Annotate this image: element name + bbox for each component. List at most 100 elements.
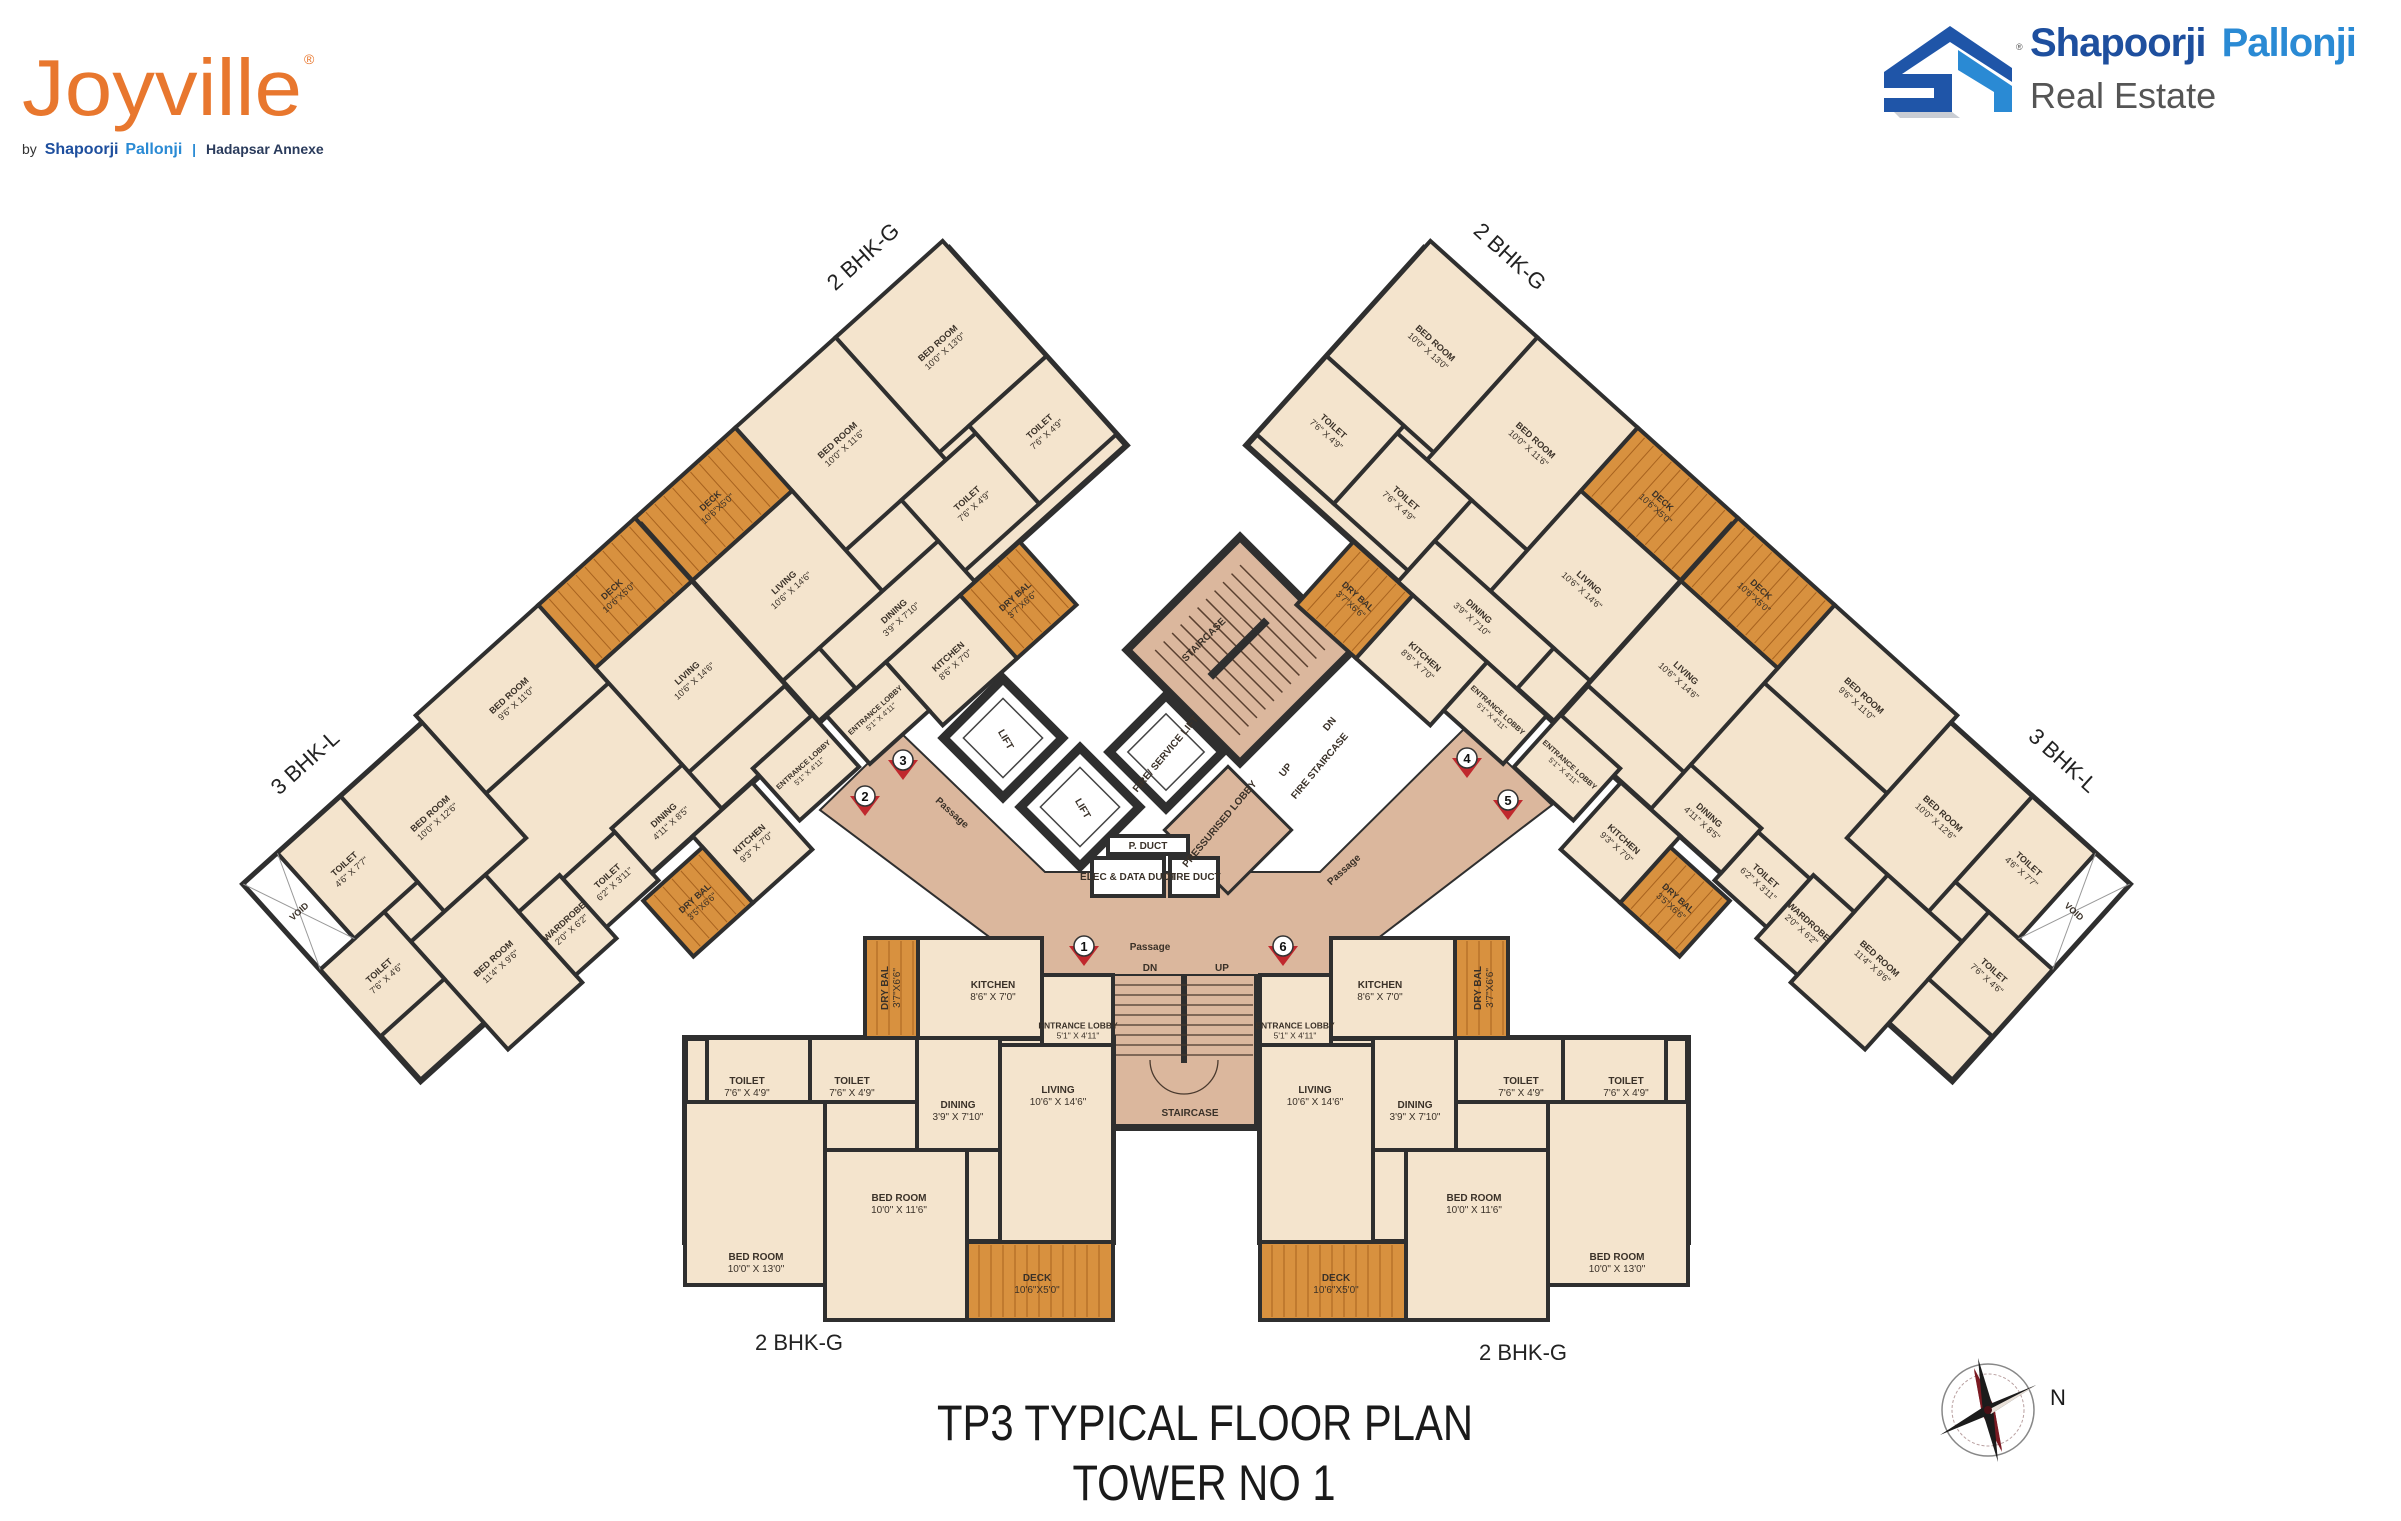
room-size: 10'6" X 14'6" [1030, 1097, 1087, 1108]
deck-plank [1662, 501, 1717, 562]
deck-plank [1342, 583, 1397, 644]
byline-by: by [22, 141, 37, 157]
room-wardrobe: WARDROBE2'0" X 6'2" [515, 872, 620, 978]
deck-plank [970, 589, 1025, 649]
room-entrance-lobby: ENTRANCE LOBBY5'1" X 4'11" [749, 712, 862, 824]
p-duct-label: P. DUCT [1129, 841, 1168, 852]
room-dry-bal: DRY BAL3'7"X6'6" [1293, 538, 1416, 662]
room-size: 8'6" X 7'0" [970, 992, 1016, 1003]
deck-plank [1727, 560, 1782, 620]
room-name: LIVING [1298, 1085, 1332, 1096]
deck-plank [988, 572, 1043, 633]
room-living: LIVING10'6" X 14'6" [592, 578, 789, 775]
room-outline [1511, 712, 1624, 824]
stair-dn-label: DN [1143, 963, 1157, 974]
room-toilet: TOILET4'6" X 7'7" [1952, 793, 2099, 942]
room-outline [915, 1036, 1002, 1152]
deck-plank [548, 598, 603, 659]
room-outline [1678, 515, 1838, 671]
unit-upper-right-2bhk: BED ROOM10'0" X 13'0"BED ROOM10'0" X 11'… [1242, 238, 1741, 767]
developer-logo: ® Shapoorji Pallonji Real Estate [1884, 21, 2357, 118]
passage-label-bottom: Passage [1130, 942, 1171, 953]
elec-data-duct-label: ELEC & DATA DUCT [1080, 872, 1176, 883]
deck-plank [663, 495, 717, 556]
deck-plank [1600, 445, 1654, 505]
deck-plank [979, 581, 1034, 641]
sp-logo-icon [1884, 26, 2012, 118]
room-name: ENTRANCE LOBBY [1038, 1020, 1118, 1030]
deck-plank [602, 550, 657, 611]
deck-plank [1609, 453, 1663, 513]
room-void: VOID [2015, 850, 2133, 973]
void-cross [277, 853, 321, 970]
room-outline [1253, 353, 1407, 507]
deck-plank [698, 854, 746, 907]
room-size: 7'6" X 4'9" [829, 1088, 875, 1099]
flat-number: 5 [1504, 793, 1511, 808]
deck-plank [584, 566, 639, 627]
flat-number: 2 [861, 789, 868, 804]
deck-plank [1736, 568, 1790, 628]
room-entrance-lobby: ENTRANCE LOBBY5'1" X 4'11" [823, 659, 933, 767]
room-name: BED ROOM [1590, 1252, 1645, 1263]
room-size: 7'6" X 4'9" [724, 1088, 770, 1099]
deck-plank [557, 590, 612, 651]
unit-right-3bhk: BED ROOM9'6" X 11'0"BED ROOM10'0" X 12'6… [1511, 515, 2134, 1086]
deck-plank [716, 447, 771, 507]
room-name: DRY BAL [1473, 966, 1484, 1010]
deck-plank [1644, 485, 1699, 546]
deck-plank [1015, 548, 1069, 609]
marker-circle [1272, 935, 1294, 957]
deck-plank [1630, 857, 1678, 910]
developer-registered-mark: ® [2016, 42, 2023, 52]
deck-plank [611, 542, 665, 602]
elec-data-duct [1090, 856, 1166, 898]
room-outline [1617, 844, 1733, 960]
flat-marker-4: 4 [1452, 747, 1482, 778]
fire-duct [1168, 856, 1220, 898]
room-toilet: TOILET7'6" X 4'9" [966, 353, 1120, 507]
room-deck: DECK10'6"X5'0" [1678, 515, 1838, 671]
room-bed-room: BED ROOM11'4" X 9'6" [1787, 871, 1965, 1053]
deck-plank [620, 534, 674, 594]
room-deck: DECK10'6"X5'0" [535, 515, 695, 671]
room-name: KITCHEN [971, 980, 1015, 991]
north-compass-icon: N [1940, 1358, 2066, 1462]
flat-number: 3 [899, 753, 906, 768]
deck-plank [1639, 865, 1687, 918]
deck-plank [1307, 551, 1361, 611]
deck-plank [629, 526, 683, 586]
byline-company-a: Shapoorji [45, 141, 119, 158]
unit-type-label-right: 3 BHK-L [2024, 723, 2103, 797]
marker-circle [1456, 747, 1478, 769]
room-size: 10'0" X 11'6" [871, 1205, 927, 1216]
unit-type-label-bottom-left: 2 BHK-G [755, 1330, 843, 1355]
room-bed-room: BED ROOM10'0" X 11'6" [1424, 334, 1641, 554]
room-dry-bal: DRY BAL3'7"X6'6" [957, 538, 1080, 662]
room-void: VOID [240, 850, 358, 973]
room-label: DRY BAL3'7"X6'6" [880, 966, 903, 1010]
room-name: DECK [1322, 1273, 1351, 1284]
deck-plank [1618, 461, 1672, 522]
room-size: 3'7"X6'6" [892, 968, 903, 1008]
room-name: BED ROOM [1447, 1193, 1502, 1204]
room-name: ENTRANCE LOBBY [1255, 1020, 1335, 1030]
deck-plank [1591, 437, 1646, 497]
room-dry-bal: DRY BAL3'7"X6'6" [1453, 936, 1510, 1040]
room-bed-room: BED ROOM9'6" X 11'0" [412, 602, 612, 797]
room-outline [966, 353, 1120, 507]
